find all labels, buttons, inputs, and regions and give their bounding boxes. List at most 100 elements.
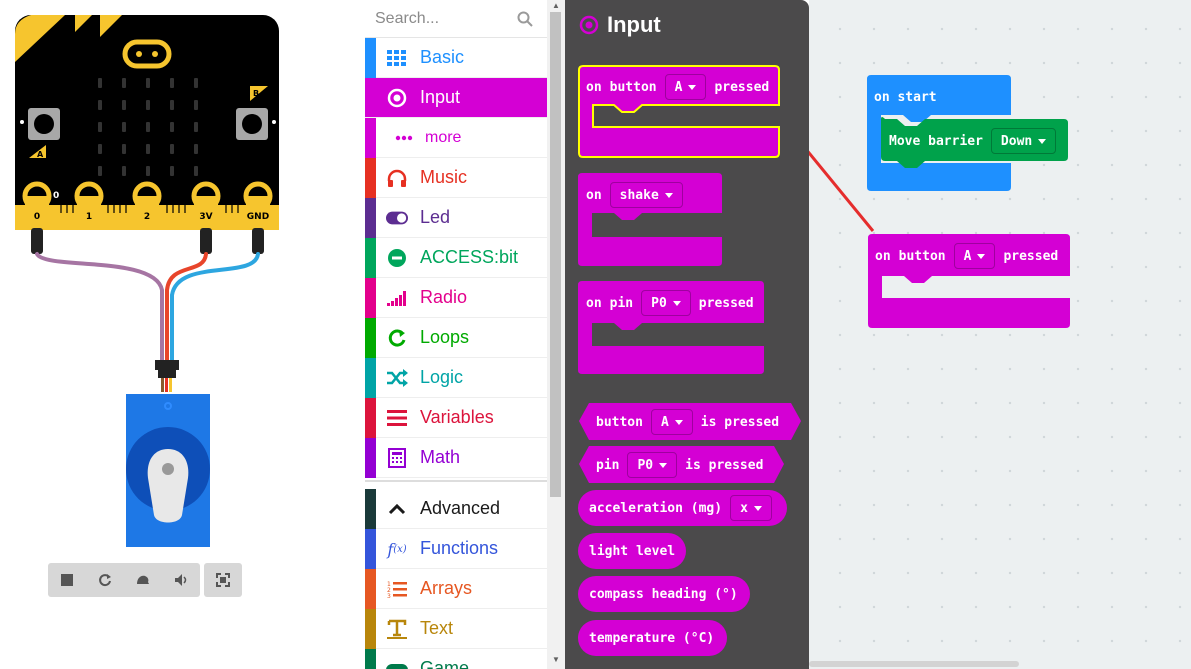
svg-text:2: 2 — [144, 212, 150, 222]
block-text: button — [898, 248, 946, 264]
on-start-block[interactable]: on start Move barrier Down — [867, 75, 1069, 191]
sound-button[interactable] — [162, 563, 200, 597]
fullscreen-button[interactable] — [204, 563, 242, 597]
direction-dropdown[interactable]: Down — [990, 128, 1057, 154]
chevron-up-icon — [386, 499, 408, 519]
button-b-label: B — [250, 86, 268, 101]
toolbox-scrollbar[interactable]: ▲ ▼ — [547, 0, 565, 669]
pin-dropdown[interactable]: P0 — [627, 452, 678, 478]
category-basic[interactable]: Basic — [365, 38, 547, 78]
pin-3v[interactable] — [191, 181, 221, 211]
shuffle-icon — [386, 368, 408, 388]
wires — [35, 252, 260, 364]
toolbox-divider — [365, 480, 547, 488]
category-label: Radio — [420, 287, 468, 307]
pin-labels: 0 1 2 3V GND — [34, 212, 269, 222]
minus-circle-icon — [386, 248, 408, 268]
category-radio[interactable]: Radio — [365, 278, 547, 318]
button-is-pressed-block[interactable]: button A is pressed — [579, 403, 802, 440]
dropdown-caret-icon — [659, 462, 668, 468]
category-game[interactable]: Game — [365, 649, 547, 669]
block-text: pressed — [1003, 248, 1059, 264]
svg-text:0: 0 — [34, 212, 40, 222]
button-dropdown[interactable]: A — [664, 74, 707, 100]
category-functions[interactable]: f(x) Functions — [365, 529, 547, 569]
pin-0[interactable] — [22, 181, 52, 211]
sound-icon — [175, 574, 187, 586]
gesture-dropdown[interactable]: shake — [609, 182, 683, 208]
scroll-down-icon[interactable]: ▼ — [552, 655, 560, 664]
slow-motion-icon — [137, 575, 149, 584]
slow-motion-button[interactable] — [124, 563, 162, 597]
light-level-block[interactable]: light level — [578, 533, 687, 569]
restart-button[interactable] — [86, 563, 124, 597]
button-b[interactable] — [236, 108, 276, 140]
axis-dropdown[interactable]: x — [730, 495, 772, 521]
category-label: Led — [420, 207, 451, 227]
servo-connector — [155, 360, 179, 392]
signal-icon — [386, 288, 408, 308]
svg-text:A: A — [37, 150, 44, 159]
category-input-more[interactable]: more — [365, 118, 547, 158]
svg-text:1: 1 — [86, 212, 92, 222]
on-gesture-block[interactable]: on shake — [578, 173, 723, 266]
category-variables[interactable]: Variables — [365, 398, 547, 438]
pin-2[interactable] — [132, 181, 162, 211]
list-icon — [386, 408, 408, 428]
toolbox: Basic Input more Music Led ACCESS:bit — [365, 0, 547, 669]
category-text[interactable]: Text — [365, 609, 547, 649]
servo-motor[interactable] — [126, 394, 210, 547]
refresh-icon — [386, 328, 408, 348]
category-logic[interactable]: Logic — [365, 358, 547, 398]
svg-text:GND: GND — [247, 212, 269, 222]
category-label: Functions — [420, 538, 499, 558]
simulator-panel: A B 0 0 1 — [0, 0, 365, 669]
dropdown-caret-icon — [688, 84, 697, 90]
pin-is-pressed-block[interactable]: pin P0 is pressed — [579, 446, 785, 483]
button-dropdown[interactable]: A — [953, 243, 996, 269]
search-icon[interactable] — [517, 11, 533, 27]
stop-button[interactable] — [48, 563, 86, 597]
pin-dropdown[interactable]: P0 — [641, 290, 691, 316]
category-music[interactable]: Music — [365, 158, 547, 198]
workspace-horizontal-scrollbar[interactable] — [809, 661, 1019, 667]
scroll-up-icon[interactable]: ▲ — [552, 1, 560, 10]
pin-1[interactable] — [74, 181, 104, 211]
category-loops[interactable]: Loops — [365, 318, 547, 358]
category-math[interactable]: Math — [365, 438, 547, 478]
category-accessbit[interactable]: ACCESS:bit — [365, 238, 547, 278]
microbit-logo — [122, 39, 172, 69]
microbit-simulator[interactable]: A B 0 0 1 — [0, 0, 365, 560]
compass-heading-block[interactable]: compass heading (°) — [578, 576, 751, 612]
scrollbar-thumb[interactable] — [550, 12, 561, 497]
grid-icon — [386, 48, 408, 68]
category-led[interactable]: Led — [365, 198, 547, 238]
button-a[interactable] — [20, 108, 60, 140]
led-matrix[interactable] — [98, 78, 198, 176]
more-icon — [393, 128, 415, 148]
category-label: more — [425, 129, 462, 146]
button-dropdown[interactable]: A — [650, 409, 693, 435]
flyout-title: Input — [579, 12, 661, 38]
block-text: Move barrier — [889, 133, 983, 149]
temperature-block[interactable]: temperature (°C) — [578, 620, 728, 656]
pin-gnd[interactable] — [243, 181, 273, 211]
simulator-controls — [48, 563, 200, 597]
category-advanced[interactable]: Advanced — [365, 489, 547, 529]
search-box — [365, 0, 547, 38]
category-label: Arrays — [420, 578, 473, 598]
calculator-icon — [386, 448, 408, 468]
search-input[interactable] — [375, 8, 515, 30]
category-input[interactable]: Input — [365, 78, 547, 118]
category-label: Game — [420, 658, 470, 669]
restart-icon — [99, 574, 111, 587]
svg-text:3: 3 — [387, 593, 391, 598]
acceleration-block[interactable]: acceleration (mg) x — [578, 490, 788, 526]
